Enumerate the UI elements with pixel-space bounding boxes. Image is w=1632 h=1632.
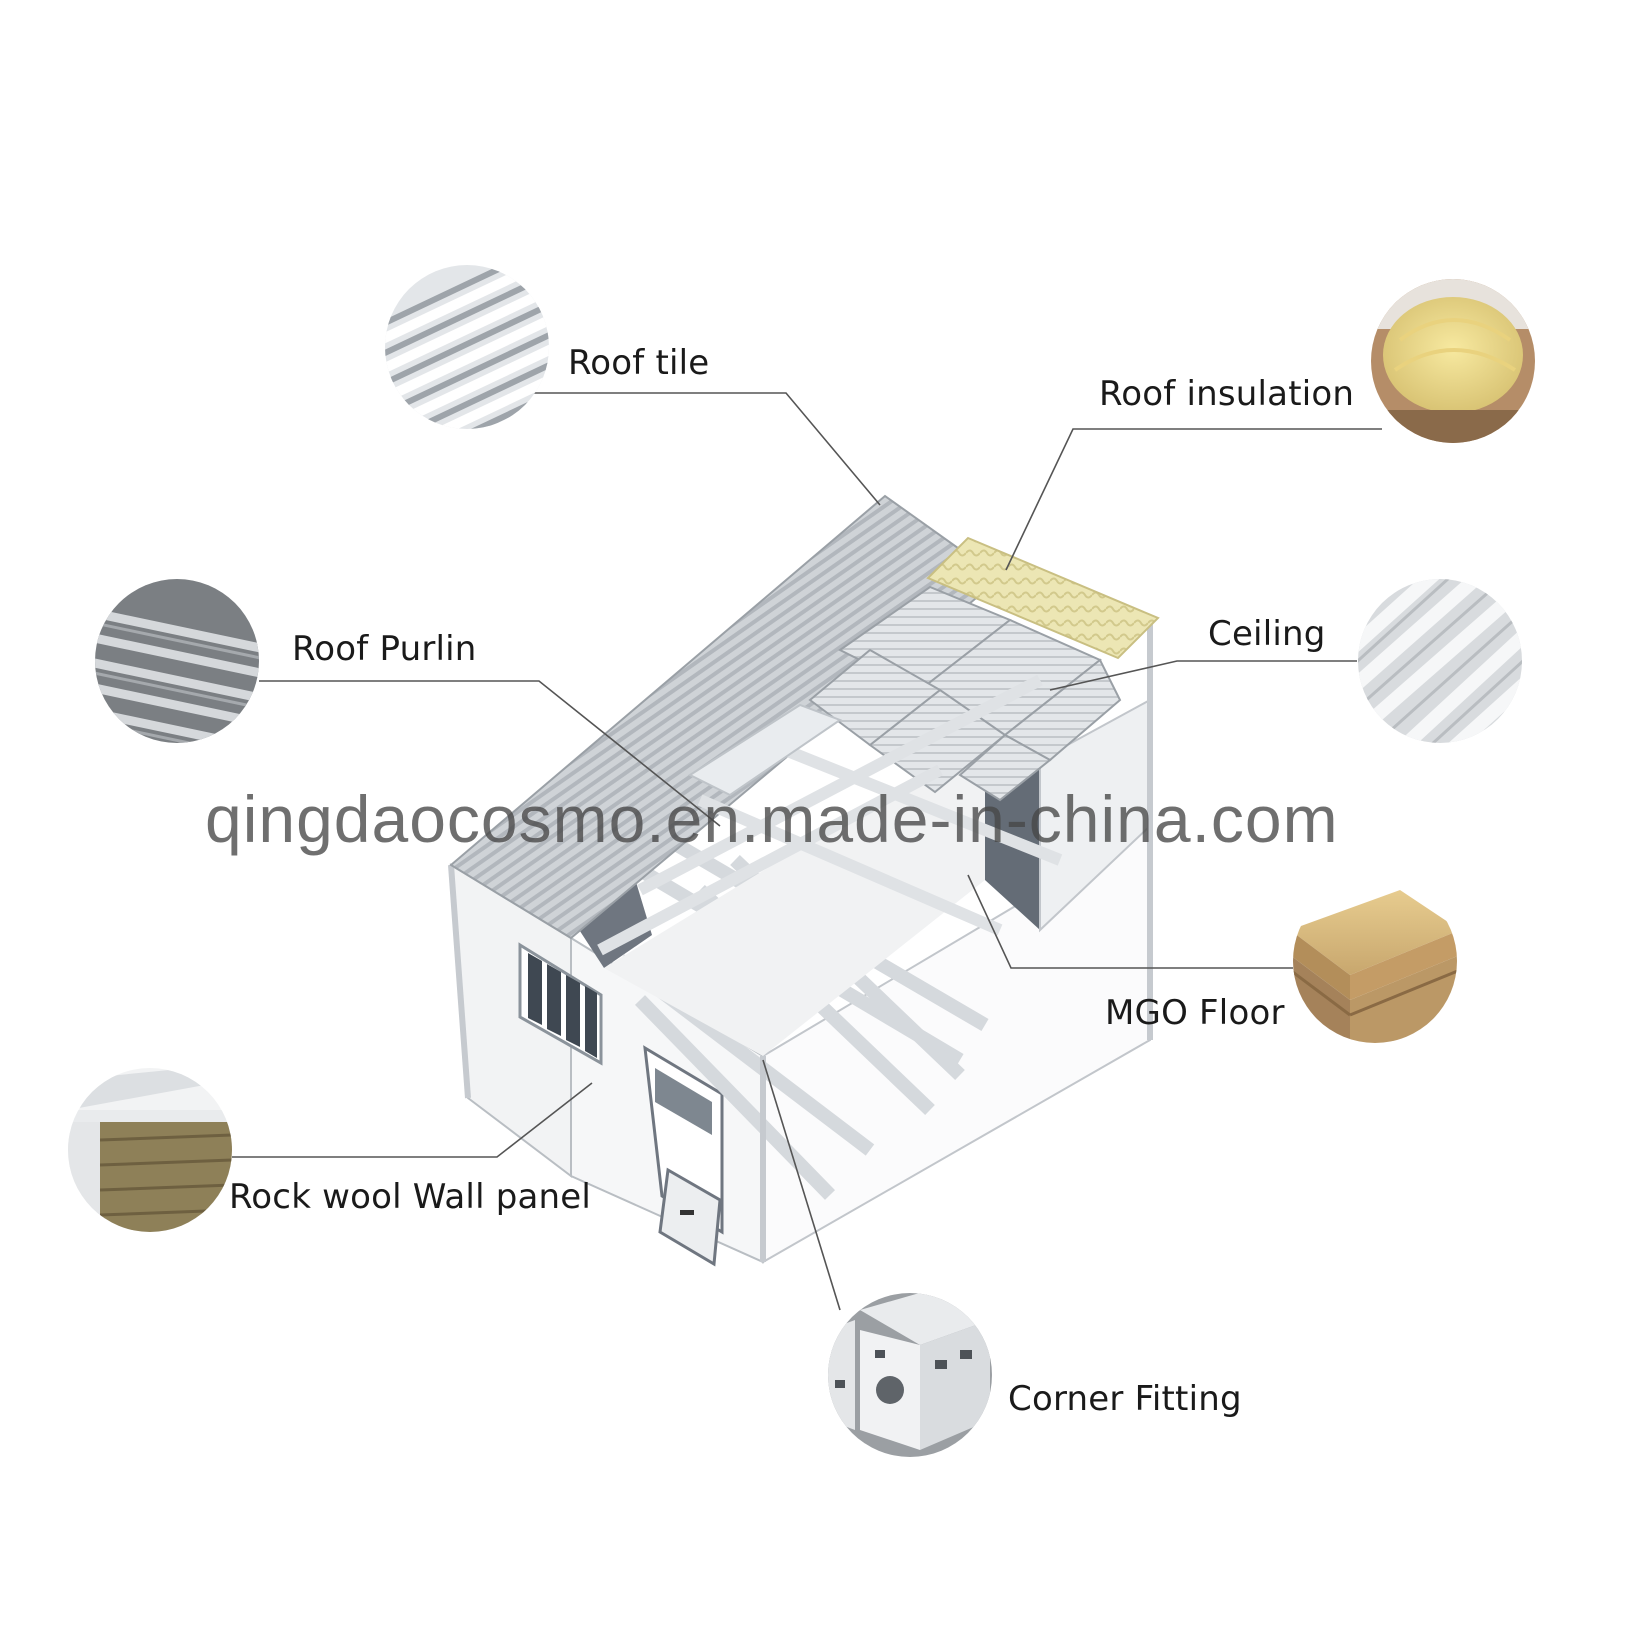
ceiling-photo: [1358, 579, 1522, 743]
container-house: [448, 494, 1160, 1267]
leader-roof-tile: [528, 392, 881, 506]
label-roof-tile: Roof tile: [568, 343, 710, 383]
label-mgo-floor: MGO Floor: [1105, 993, 1285, 1033]
leader-corner-fitting: [762, 1059, 841, 1311]
leader-rock-wool: [232, 1082, 593, 1158]
window: [518, 942, 603, 1066]
label-corner-fitting: Corner Fitting: [1008, 1379, 1242, 1419]
door: [643, 1045, 724, 1267]
watermark-text: qingdaocosmo.en.made-in-china.com: [205, 782, 1339, 856]
roof-opening: [687, 703, 843, 797]
label-roof-purlin: Roof Purlin: [292, 629, 477, 669]
leader-roof-purlin: [259, 680, 721, 827]
corner-fitting-photo: [828, 1293, 992, 1457]
leader-lines: [232, 392, 1382, 1311]
label-roof-insulation: Roof insulation: [1099, 374, 1355, 414]
roof-purlin-photo: [95, 579, 259, 743]
roof-insulation-photo: [1371, 279, 1535, 443]
interior-wall: [604, 735, 985, 1056]
roof-insulation-block: [926, 536, 1160, 660]
mgo-floor-photo: [1293, 879, 1457, 1043]
label-rock-wool-wall-panel: Rock wool Wall panel: [229, 1177, 592, 1217]
roof-tile-photo: [385, 265, 549, 429]
roof-purlins: [597, 674, 1063, 956]
leader-ceiling: [1049, 660, 1357, 691]
label-ceiling: Ceiling: [1208, 614, 1326, 654]
corner-posts: [448, 620, 1153, 1262]
leader-roof-insulation: [1005, 428, 1382, 571]
leader-mgo-floor: [967, 874, 1293, 969]
rock-wool-photo: [68, 1068, 232, 1232]
